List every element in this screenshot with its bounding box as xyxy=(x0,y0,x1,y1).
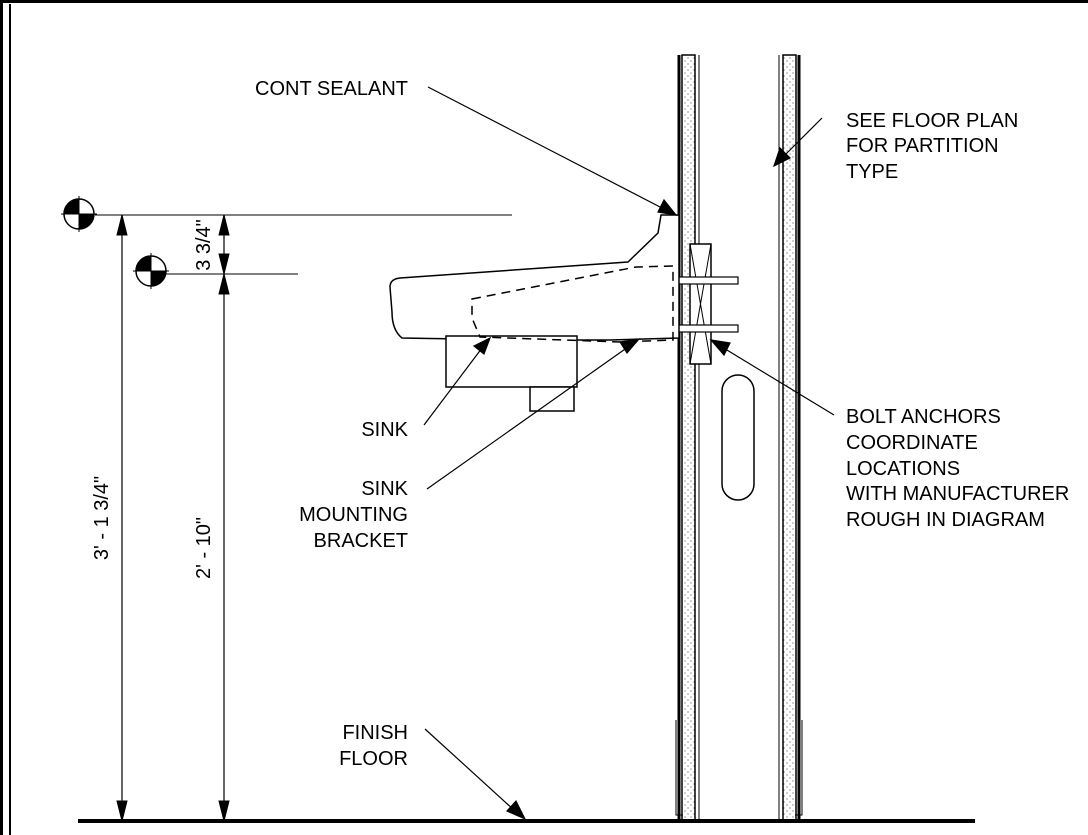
bolt-anchors-note-line-4: WITH MANUFACTURER xyxy=(846,483,1069,505)
bolt-anchors-note-line-2: COORDINATE xyxy=(846,432,978,454)
base-shoe-right xyxy=(795,720,803,816)
overall-height-dimension: 3' - 1 3/4" xyxy=(91,476,113,560)
annotation-labels: CONT SEALANT SEE FLOOR PLAN FOR PARTITIO… xyxy=(255,78,1069,770)
dimension-labels: 3' - 1 3/4" 2' - 10" 3 3/4" xyxy=(91,219,215,579)
sink-bowl-underside xyxy=(445,335,578,388)
sink-trap xyxy=(529,386,575,412)
left-gypsum-board xyxy=(681,54,696,821)
base-shoe-left xyxy=(675,720,683,816)
elevation-marker-top xyxy=(61,196,97,232)
sink-label: SINK xyxy=(361,419,408,441)
cont-sealant-label: CONT SEALANT xyxy=(255,78,408,100)
mounting-bracket xyxy=(471,265,674,343)
sink-mounting-bracket-line-3: BRACKET xyxy=(314,530,408,552)
right-gypsum-board xyxy=(782,54,797,821)
finish-floor-line-1: FINISH xyxy=(342,722,408,744)
rim-offset-dimension: 3 3/4" xyxy=(193,219,215,271)
leader-lines xyxy=(423,86,835,821)
elevation-marker-rim xyxy=(133,253,169,289)
bolt-anchors-note-line-5: ROUGH IN DIAGRAM xyxy=(846,509,1045,531)
bolt-anchors-note-line-3: LOCATIONS xyxy=(846,458,960,480)
bolt-anchors-note-line-1: BOLT ANCHORS xyxy=(846,406,1001,428)
partition-note-line-3: TYPE xyxy=(846,161,898,183)
sink-bowl xyxy=(389,214,680,341)
sink-mounting-bracket-line-1: SINK xyxy=(361,478,408,500)
stud-knockout xyxy=(721,374,755,501)
sink-mounting-bracket-line-2: MOUNTING xyxy=(299,504,408,526)
dimension-lines xyxy=(116,214,230,822)
partition-wall xyxy=(675,54,803,821)
rim-height-dimension: 2' - 10" xyxy=(193,517,215,579)
partition-note-line-2: FOR PARTITION xyxy=(846,135,999,157)
partition-note-line-1: SEE FLOOR PLAN xyxy=(846,110,1018,132)
finish-floor-line-2: FLOOR xyxy=(339,748,408,770)
elevation-datums xyxy=(61,196,512,289)
wall-hung-sink xyxy=(389,214,680,412)
